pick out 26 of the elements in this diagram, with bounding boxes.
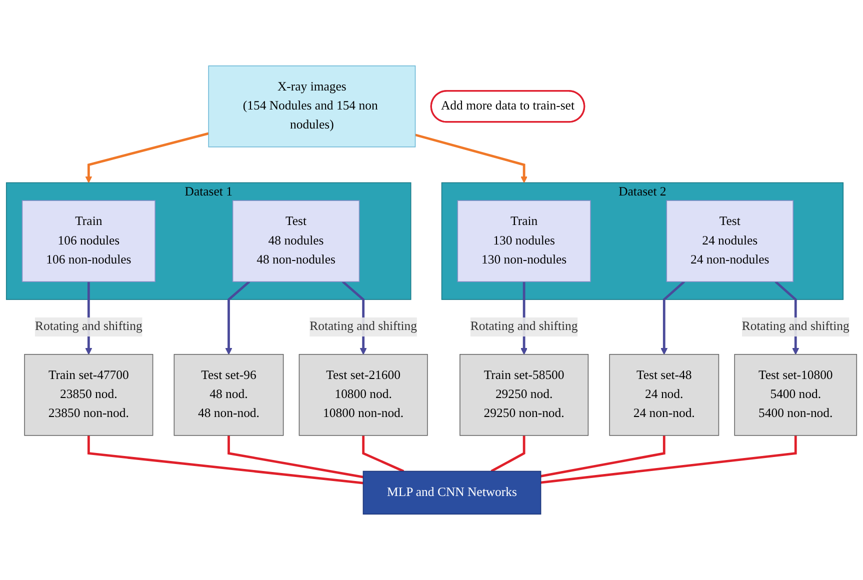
edge-label: Rotating and shifting [470, 320, 578, 334]
node-box: Train 106 nodules 106 non-nodules [22, 200, 156, 282]
arrow [225, 280, 250, 355]
node-box: Train set-58500 29250 nod. 29250 non-nod. [460, 354, 589, 436]
node-box: Test set-96 48 nod. 48 non-nod. [174, 354, 284, 436]
connector [87, 435, 364, 484]
connector [540, 435, 797, 484]
arrow [414, 134, 528, 184]
node-box: Test 24 nodules 24 non-nodules [666, 200, 794, 282]
connector [228, 435, 364, 478]
connector [540, 435, 666, 478]
arrow [660, 280, 686, 355]
connector [362, 435, 404, 472]
node-box: Train 130 nodules 130 non-nodules [457, 200, 591, 282]
node-box: MLP and CNN Networks [362, 470, 542, 515]
node-box: Train set-47700 23850 nod. 23850 non-nod. [24, 354, 154, 436]
node-box: Test 48 nodules 48 non-nodules [232, 200, 360, 282]
node-box: Test set-10800 5400 nod. 5400 non-nod. [734, 354, 858, 436]
edge-label: Rotating and shifting [742, 320, 850, 334]
edge-label: Rotating and shifting [310, 320, 418, 334]
connector [490, 435, 526, 472]
node-box: Test set-48 24 nod. 24 non-nod. [609, 354, 720, 436]
arrow [85, 132, 209, 184]
node-box: X-ray images (154 Nodules and 154 non nodules) [208, 65, 416, 148]
node-box: Test set-21600 10800 nod. 10800 non-nod. [298, 354, 428, 436]
edge-label: Rotating and shifting [34, 320, 142, 334]
